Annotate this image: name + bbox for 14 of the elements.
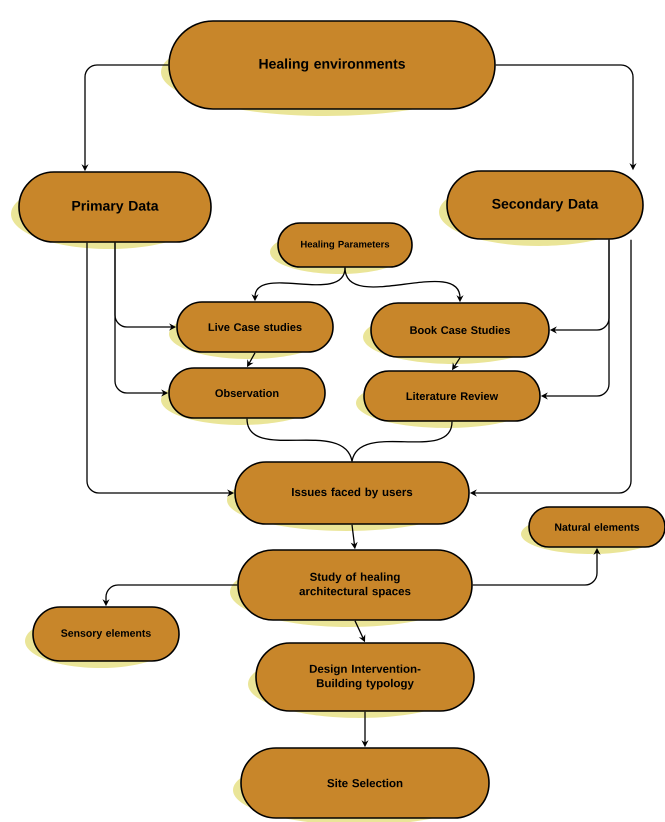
process-box: Healing environments — [161, 20, 496, 116]
process-box: Natural elements — [521, 506, 665, 554]
process-box: Live Case studies — [169, 301, 334, 359]
process-box: Site Selection — [233, 747, 490, 822]
process-box: Issues faced by users — [227, 461, 470, 531]
process-box: Study of healing architectural spaces — [230, 549, 473, 627]
process-box: Secondary Data — [439, 170, 644, 246]
process-box: Book Case Studies — [363, 302, 550, 364]
process-box: Design Intervention-Building typology — [248, 642, 475, 718]
process-box: Sensory elements — [25, 606, 180, 668]
process-box: Literature Review — [356, 370, 541, 428]
process-box: Healing Parameters — [270, 222, 413, 274]
process-box: Primary Data — [11, 171, 212, 249]
process-box: Observation — [161, 367, 326, 425]
